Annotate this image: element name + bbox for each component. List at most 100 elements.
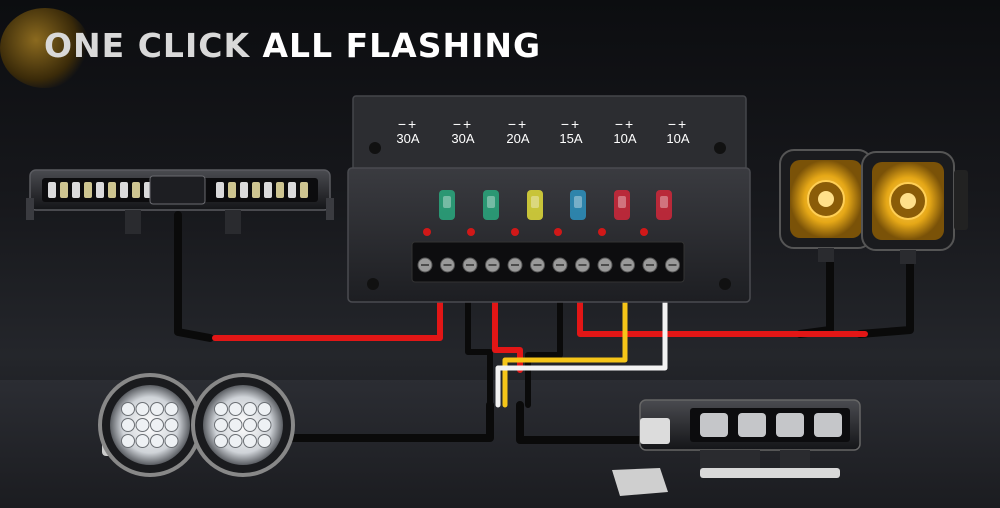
screw-icon (719, 278, 731, 290)
polarity-label: −+ (560, 116, 582, 132)
wire-amber-black (796, 251, 834, 338)
led-chip (214, 402, 228, 416)
led-chip (228, 418, 243, 432)
wire-white (495, 259, 668, 408)
led-chip (288, 182, 296, 198)
led-chip (135, 402, 150, 416)
polarity-label: −+ (452, 116, 474, 132)
led-chip (216, 182, 224, 198)
led-chip (243, 418, 257, 432)
indicator-led-icon (554, 228, 562, 236)
light-bar-right (612, 399, 861, 496)
blade-fuse (554, 190, 586, 236)
led-chip (228, 182, 236, 198)
terminal-strip (411, 241, 685, 283)
led-chip (214, 418, 228, 432)
led-chip (738, 413, 766, 437)
screw-icon (369, 142, 381, 154)
indicator-led-icon (511, 228, 519, 236)
wire-center-black (465, 259, 493, 408)
led-chip (121, 402, 135, 416)
led-chip (776, 413, 804, 437)
title-part2: ALL FLASHING (262, 26, 542, 65)
led-chip (132, 182, 140, 198)
amber-pod-lights (779, 149, 968, 264)
led-chip (240, 182, 248, 198)
led-chip (814, 413, 842, 437)
wire-round-black (286, 401, 494, 442)
polarity-label: −+ (614, 116, 636, 132)
led-chip (164, 434, 179, 448)
polarity-label: −+ (397, 116, 419, 132)
led-chip (150, 434, 164, 448)
indicator-led-icon (467, 228, 475, 236)
led-array (121, 402, 179, 448)
fuse-label: −+20A (500, 116, 536, 147)
amber-pod-light-2 (861, 151, 968, 264)
indicator-led-icon (423, 228, 431, 236)
fuse-rating: 30A (451, 131, 475, 147)
led-chip (121, 434, 135, 448)
round-driving-lights (98, 373, 295, 477)
wire-left-bar-black (174, 211, 214, 342)
banner-title: ONE CLICK ALL FLASHING (44, 29, 541, 62)
blade-fuse (511, 190, 543, 236)
led-chip (135, 434, 150, 448)
led-chip (214, 434, 228, 448)
fuse-label: −+10A (607, 116, 643, 147)
led-chip (135, 418, 150, 432)
round-light-2 (191, 373, 295, 477)
fuse-rating: 15A (559, 131, 583, 147)
led-chip (264, 182, 272, 198)
polarity-label: −+ (507, 116, 529, 132)
led-chip (228, 402, 243, 416)
blade-fuse (598, 190, 630, 236)
led-chip (257, 434, 272, 448)
led-chip (121, 418, 135, 432)
screw-icon (714, 142, 726, 154)
wire-yellow (502, 259, 628, 408)
fuse-rating: 30A (396, 131, 420, 147)
fuse-label: −+30A (390, 116, 426, 147)
light-bar-left (26, 169, 334, 234)
wire-center-black-2 (525, 259, 563, 408)
led-chip (84, 182, 92, 198)
led-chip (300, 182, 308, 198)
amber-pod-light-1 (779, 149, 873, 262)
indicator-led-icon (598, 228, 606, 236)
led-chip (48, 182, 56, 198)
wire-amber-black-2 (856, 256, 914, 338)
screw-icon (367, 278, 379, 290)
fuse-label: −+15A (553, 116, 589, 147)
polarity-label: −+ (667, 116, 689, 132)
led-chip (60, 182, 68, 198)
fuse-rating: 10A (613, 131, 637, 147)
led-array (48, 182, 308, 198)
fuse-label: −+10A (660, 116, 696, 147)
led-chip (108, 182, 116, 198)
fuse-row (423, 190, 672, 236)
led-chip (257, 418, 272, 432)
led-chip (252, 182, 260, 198)
led-chip (164, 418, 179, 432)
led-chip (72, 182, 80, 198)
blade-fuse (423, 190, 455, 236)
led-array (214, 402, 272, 448)
led-chip (257, 402, 272, 416)
terminal-screws (417, 257, 680, 273)
title-part1: ONE CLICK (44, 26, 263, 65)
led-chip (243, 434, 257, 448)
blade-fuse (640, 190, 672, 236)
led-chip (228, 434, 243, 448)
led-chip (150, 418, 164, 432)
led-chip (276, 182, 284, 198)
led-chip (120, 182, 128, 198)
led-chip (700, 413, 728, 437)
title-glow-decoration (0, 8, 90, 88)
fuse-rating: 10A (666, 131, 690, 147)
fuse-rating: 20A (506, 131, 530, 147)
led-array (700, 413, 842, 437)
wire-right-bar-black (516, 401, 644, 444)
